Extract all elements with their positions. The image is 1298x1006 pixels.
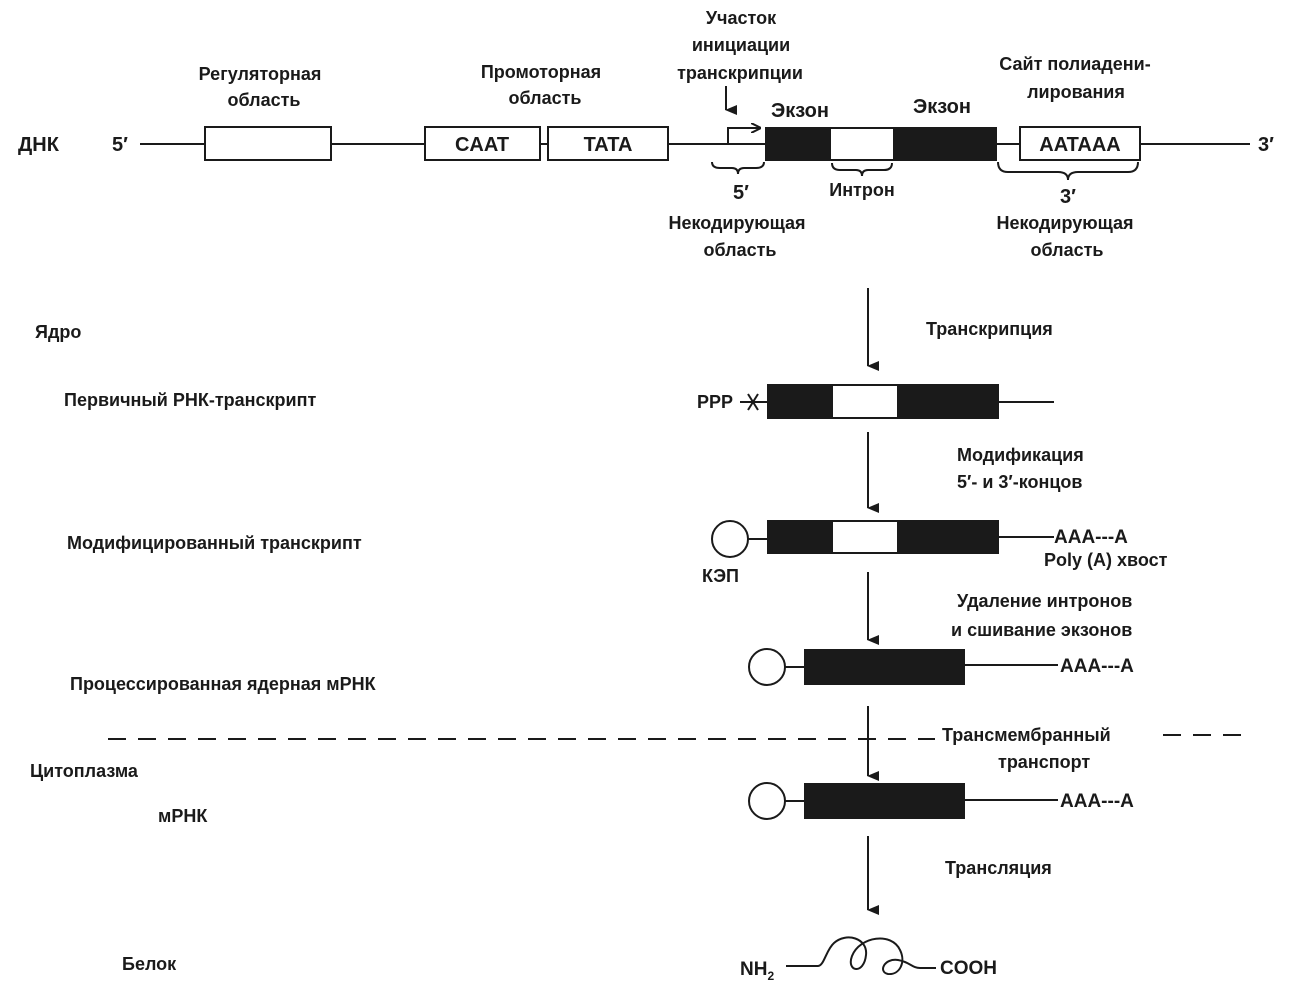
intron-brace [831, 162, 893, 177]
dna-row: ДНК 5′ 3′ Регуляторная область CAAT TATA… [18, 8, 1274, 260]
mrna-polya-label: AAA---A [1060, 791, 1134, 812]
processed-exon-1 [804, 649, 870, 685]
transport-step-label-1: Трансмембранный [942, 725, 1111, 745]
noncoding-3-end: 3′ [1060, 186, 1076, 208]
transport-step-label-2: транспорт [998, 752, 1090, 772]
modification-step-label-2: 5′- и 3′-концов [957, 472, 1082, 492]
modified-exon-1 [767, 520, 833, 554]
splicing-step-label-1: Удаление интронов [957, 591, 1132, 611]
modified-intron [831, 520, 899, 554]
regulatory-region-label-1: Регуляторная [199, 64, 322, 84]
regulatory-region-label-2: область [227, 90, 300, 110]
modified-transcript: AAA---A КЭП Poly (A) хвост [702, 520, 1168, 586]
exon-2-label: Экзон [913, 96, 971, 118]
aataaa-box [1019, 126, 1141, 161]
primary-exon-1 [767, 384, 833, 419]
initiation-site-label-2: инициации [692, 35, 790, 55]
process-steps: Транскрипция Модификация 5′- и 3′-концов… [108, 288, 1248, 915]
primary-exon-2 [897, 384, 999, 419]
tata-box-label: TATA [584, 134, 633, 156]
polya-site-label-1: Сайт полиадени- [999, 54, 1150, 74]
caat-box-label: CAAT [455, 134, 509, 156]
polya-site-label-2: лирования [1027, 82, 1125, 102]
primary-transcript-label: Первичный РНК-транскрипт [64, 390, 316, 410]
triphosphate-label: PPP [697, 392, 733, 412]
protein: NH2 COOH [740, 936, 997, 983]
processed-exon-2 [870, 649, 965, 685]
processed-mrna-label: Процессированная ядерная мРНК [70, 674, 377, 694]
nucleus-label: Ядро [35, 322, 81, 342]
transcription-start-arrow [727, 128, 760, 144]
cytoplasmic-mrna: AAA---A [748, 782, 1134, 820]
cap-label: КЭП [702, 566, 739, 586]
transcription-step-label: Транскрипция [926, 319, 1053, 339]
polya-tail-label: Poly (A) хвост [1044, 550, 1168, 570]
modified-transcript-label: Модифицированный транскрипт [67, 533, 362, 553]
noncoding-5-end: 5′ [733, 182, 749, 204]
aataaa-label: AATAAA [1039, 134, 1120, 156]
noncoding-5-brace [711, 161, 765, 175]
cytoplasm-label: Цитоплазма [30, 761, 139, 781]
noncoding-3-label-1: Некодирующая [996, 213, 1133, 233]
promoter-region-label-1: Промоторная [481, 62, 601, 82]
processed-cap-circle [748, 648, 786, 686]
mrna-cap-circle [748, 782, 786, 820]
intron-label: Интрон [829, 180, 895, 200]
dna-label: ДНК [18, 134, 60, 156]
noncoding-3-label-2: область [1030, 240, 1103, 260]
primary-intron [831, 384, 899, 419]
protein-label: Белок [122, 954, 177, 974]
mrna-coding-block [804, 783, 965, 819]
exon-2-block [893, 127, 997, 161]
initiation-site-label-1: Участок [706, 8, 777, 28]
modification-step-label-1: Модификация [957, 445, 1084, 465]
modified-polya-label: AAA---A [1054, 527, 1128, 548]
stage-labels: Ядро Первичный РНК-транскрипт Модифициро… [30, 322, 377, 974]
cap-circle [711, 520, 749, 558]
carboxyl-terminus-label: COOH [940, 958, 997, 979]
dna-3prime-end: 3′ [1258, 134, 1274, 156]
noncoding-3-brace [997, 161, 1139, 181]
translation-step-label: Трансляция [945, 858, 1052, 878]
intron-block [829, 127, 895, 161]
processed-polya-label: AAA---A [1060, 656, 1134, 677]
polypeptide-chain [786, 936, 936, 976]
noncoding-5-label-2: область [703, 240, 776, 260]
initiation-site-label-3: транскрипции [677, 63, 803, 83]
mrna-label: мРНК [158, 806, 208, 826]
processed-mrna: AAA---A [748, 648, 1134, 686]
exon-1-label: Экзон [771, 100, 829, 122]
promoter-region-label-2: область [508, 88, 581, 108]
modified-exon-2 [897, 520, 999, 554]
primary-transcript: PPP [697, 384, 1054, 419]
noncoding-5-label-1: Некодирующая [668, 213, 805, 233]
splicing-step-label-2: и сшивание экзонов [951, 620, 1132, 640]
regulatory-region-box [204, 126, 332, 161]
exon-1-block [765, 127, 831, 161]
amino-terminus-label: NH2 [740, 959, 774, 983]
dna-5prime-end: 5′ [112, 134, 128, 156]
